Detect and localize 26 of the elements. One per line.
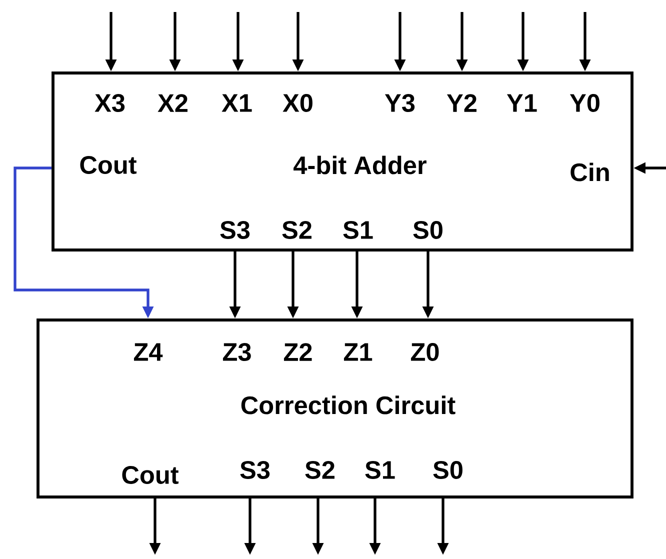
pin-label: X3 xyxy=(94,94,125,112)
block-title: Correction Circuit xyxy=(241,396,456,414)
pin-label: X0 xyxy=(282,94,312,112)
pin-label: S2 xyxy=(305,461,334,479)
pin-label: Z2 xyxy=(284,343,312,361)
pin-label: S3 xyxy=(220,221,250,239)
pin-label: Y3 xyxy=(384,94,415,112)
pin-label: Z0 xyxy=(410,343,439,361)
pin-label: S0 xyxy=(433,461,462,479)
pin-label: S0 xyxy=(413,221,442,239)
pin-label: Cout xyxy=(80,156,137,174)
pin-label: Z1 xyxy=(344,343,372,361)
pin-label: Y1 xyxy=(506,94,537,112)
pin-label: S1 xyxy=(365,461,395,479)
pin-label: S1 xyxy=(343,221,373,239)
pin-label: Z3 xyxy=(222,343,251,361)
pin-label: X2 xyxy=(158,94,188,112)
block-title: 4-bit Adder xyxy=(294,156,426,174)
pin-label: S2 xyxy=(282,221,312,239)
pin-label: Cout xyxy=(122,466,179,484)
pin-label: Y0 xyxy=(570,94,600,112)
pin-label: X1 xyxy=(222,94,252,112)
pin-label: Y2 xyxy=(446,94,476,112)
pin-label: Z4 xyxy=(134,343,163,361)
pin-label: Cin xyxy=(570,162,609,182)
pin-label: S3 xyxy=(240,461,270,479)
